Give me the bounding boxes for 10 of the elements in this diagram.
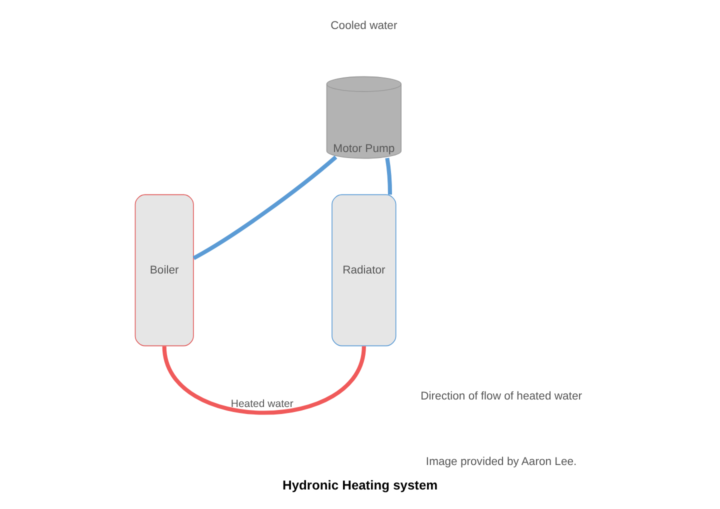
caption: Hydronic Heating system [282,478,438,493]
connector [162,346,366,415]
edge-label: Heated water [230,398,293,410]
label: Cooled water [330,20,397,32]
node-box: Radiator [331,194,396,346]
label: Image provided by Aaron Lee. [425,456,576,468]
connector [384,158,392,195]
connector [192,156,337,260]
label: Direction of flow of heated water [420,390,582,403]
node-box: Boiler [134,194,194,346]
